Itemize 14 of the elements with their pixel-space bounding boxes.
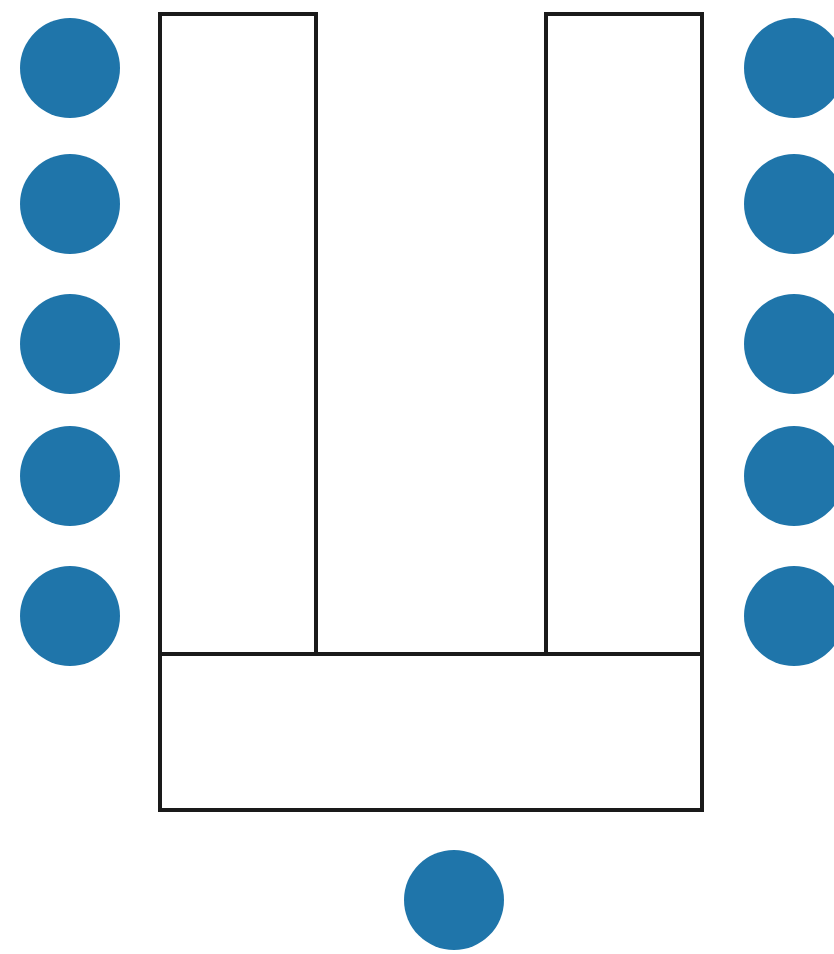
table [544, 12, 704, 656]
seat-marker [20, 426, 120, 526]
table [158, 12, 318, 656]
seat-marker [744, 18, 834, 118]
seat-marker [20, 154, 120, 254]
seat-marker [20, 294, 120, 394]
seat-marker [20, 566, 120, 666]
seat-marker [744, 566, 834, 666]
seat-marker [20, 18, 120, 118]
seat-marker [744, 154, 834, 254]
table [158, 652, 704, 812]
seat-marker [404, 850, 504, 950]
seat-marker [744, 426, 834, 526]
seat-marker [744, 294, 834, 394]
